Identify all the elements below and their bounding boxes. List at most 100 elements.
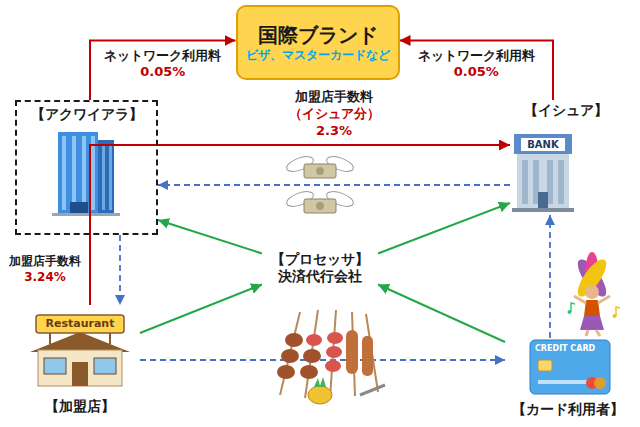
fee-label: ネットワーク利用料 0.05% [415,47,538,83]
flow-connector [400,41,554,101]
card-text: CREDIT CARD [535,343,605,355]
node-text: 【アクワイアラ】 [31,106,143,124]
node-text: ビザ、マスターカードなど [246,48,390,63]
node-text: 国際ブランド [258,23,378,48]
processor-node: 【プロセッサ】 決済代行会社 [262,246,378,291]
bank-building-part [522,160,528,204]
skewer-food-part-part [362,336,373,376]
skewer-food-part-part [325,360,341,372]
flying-money-part [316,167,324,175]
skewer-food-part [314,377,326,387]
skewer-food-part-part [326,346,342,358]
office-building-part [62,136,66,210]
restaurant-building-part [94,358,116,374]
sign-text: BANK [521,138,565,151]
office-building-part [109,144,112,210]
bank-building [512,134,574,212]
brand-box: 国際ブランドビザ、マスターカードなど [236,5,400,80]
flow-connector [90,41,236,101]
fee-line [90,145,158,235]
node-text: 【プロセッサ】 決済代行会社 [271,251,369,286]
credit-card [530,340,610,394]
skewer-food-part [280,312,300,395]
acquirer-box: 【アクワイアラ】 [15,100,158,235]
fee-label: 加盟店手数料 3.24% [6,253,84,286]
dancer-figure [568,252,621,336]
office-building-part [98,140,114,214]
skewer-food-part-part [277,365,295,379]
skewer-food-part [360,385,385,395]
sign-text: Restaurant [36,315,124,333]
fee-label: 加盟店手数料（イシュア分） 2.3% [286,88,383,141]
flying-money [285,154,355,213]
dancer-figure-part [574,296,586,303]
dancer-figure-part [616,307,620,316]
dancer-figure-part [580,316,604,330]
office-building-part [82,136,86,210]
flow-connector [378,203,510,254]
dancer-figure-part [586,330,588,336]
dancer-figure-part [584,300,600,316]
dancer-figure-part [573,255,611,300]
bank-building-part [558,160,564,204]
office-building-part [102,144,105,210]
dancer-figure-part [571,303,575,312]
bank-building-part [512,208,574,212]
dancer-figure-part [613,314,617,318]
skewer-food-part-part [303,349,321,363]
bank-building-part [517,154,569,210]
skewer-food-part-part [281,349,299,363]
credit-card-part [538,360,552,371]
office-building-part [52,213,120,216]
flow-connector [158,184,510,186]
credit-card-part [538,380,588,384]
skewer-food-part-part [306,334,322,346]
skewer-food-part-part [300,365,318,379]
flow-connector [378,285,505,343]
flow-connector [549,215,551,338]
credit-card-part [594,377,606,389]
restaurant-building-part [38,350,122,386]
flow-connector [158,220,262,254]
skewer-food-part-part [285,333,303,347]
office-building-part [72,136,76,210]
flow-connector [140,359,505,361]
flow-connector [89,235,91,305]
restaurant-building-part [109,333,111,344]
node-text: 【イシュア】 [524,102,608,120]
dancer-figure-part [598,296,610,303]
flying-money-part [316,202,324,210]
skewer-food-part [277,333,321,379]
skewer-food-part [346,330,373,376]
office-building-part [70,202,88,214]
restaurant-building-part [44,358,66,374]
issuer-node: 【イシュア】 [510,100,622,215]
flying-money-part [304,199,336,213]
bank-building-part [521,138,565,151]
skewer-food-part [306,332,343,372]
skewer-food [277,310,385,404]
node-text: 【カード利用者】 [512,401,624,419]
dancer-figure-part [568,310,572,314]
node-text: 【加盟店】 [45,398,115,416]
dancer-figure-part [596,330,600,336]
flying-money-part [304,164,336,178]
office-building-part [91,136,95,210]
flow-connector [140,285,262,334]
dancer-figure-part [585,285,599,299]
skewer-food-part [308,386,332,404]
restaurant-building-part [36,315,124,333]
flow-connector [119,235,121,305]
bank-building-part [538,192,548,210]
credit-card-part [530,340,610,394]
flow-connector [158,144,510,146]
skewer-food-part-part [327,332,343,344]
restaurant-building-part [49,333,51,344]
restaurant-building [30,315,130,386]
restaurant-building-part [30,332,130,352]
restaurant-building-part [72,362,88,386]
fee-label: ネットワーク利用料 0.05% [101,47,224,83]
skewer-food-part-part [346,330,358,374]
bank-building-part [514,134,572,154]
